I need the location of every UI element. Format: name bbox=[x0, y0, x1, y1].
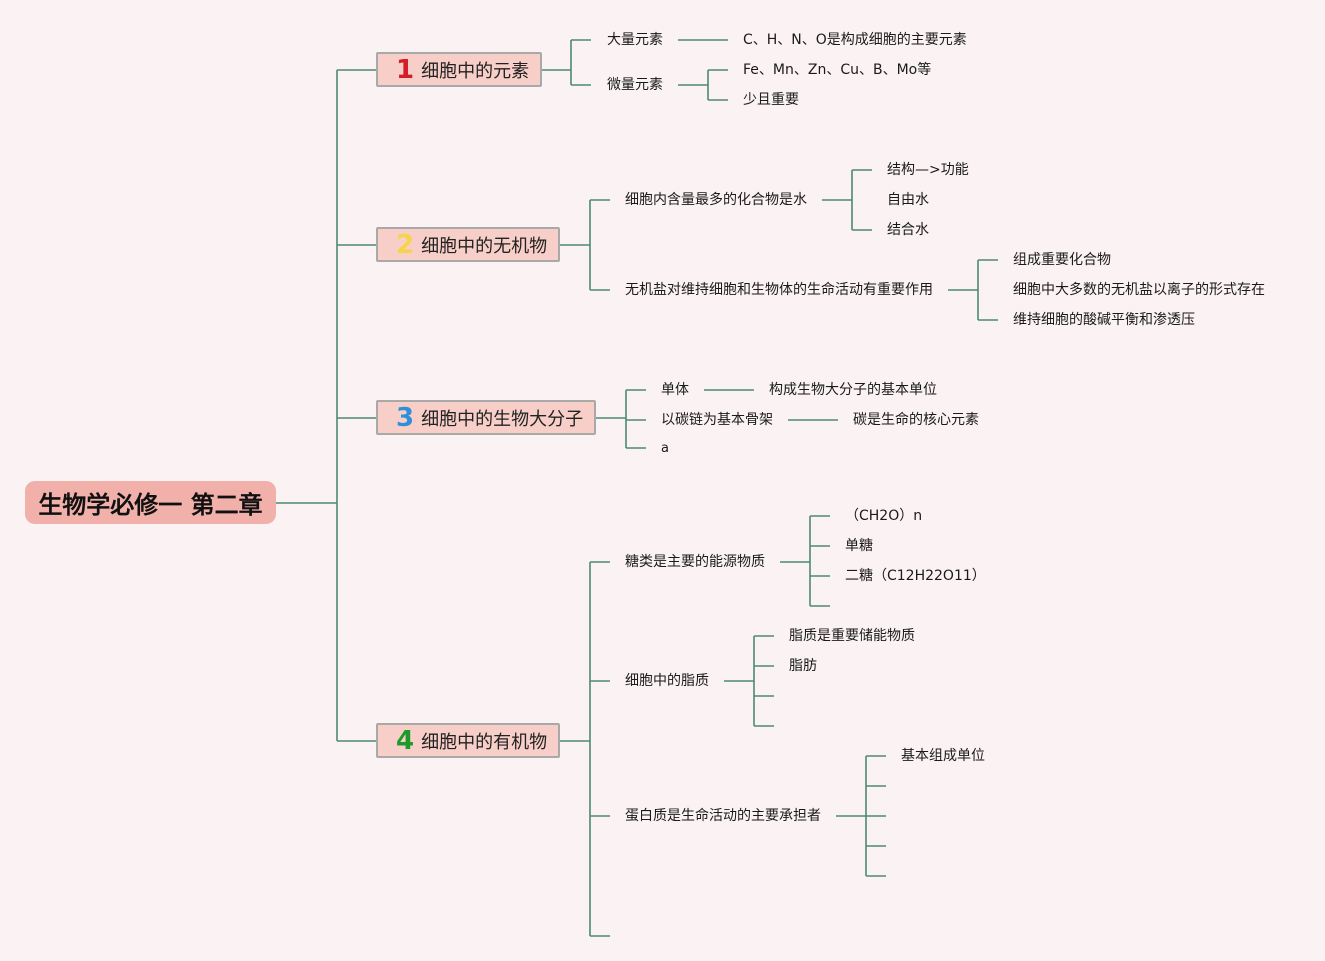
section-1-node[interactable]: 1 细胞中的元素 bbox=[376, 52, 542, 87]
s4-item-2[interactable]: 细胞中的脂质 bbox=[625, 673, 709, 689]
s2-item-1-child-3[interactable]: 结合水 bbox=[887, 222, 929, 238]
s2-item-2-child-1[interactable]: 组成重要化合物 bbox=[1013, 252, 1111, 268]
root-topic[interactable]: 生物学必修一 第二章 bbox=[25, 481, 276, 524]
section-3-number: 3 bbox=[396, 402, 415, 433]
section-3-title: 细胞中的生物大分子 bbox=[421, 408, 584, 430]
s4-item-3-child-1[interactable]: 基本组成单位 bbox=[901, 748, 985, 764]
section-1-number: 1 bbox=[396, 54, 415, 85]
section-2-title: 细胞中的无机物 bbox=[421, 235, 548, 257]
s1-item-1-child-1[interactable]: C、H、N、O是构成细胞的主要元素 bbox=[743, 32, 967, 48]
s4-item-1[interactable]: 糖类是主要的能源物质 bbox=[625, 554, 765, 570]
s1-item-2-child-1[interactable]: Fe、Mn、Zn、Cu、B、Mo等 bbox=[743, 62, 932, 78]
s1-item-2-child-2[interactable]: 少且重要 bbox=[743, 92, 799, 108]
s3-item-2[interactable]: 以碳链为基本骨架 bbox=[661, 412, 773, 428]
section-2-node[interactable]: 2 细胞中的无机物 bbox=[376, 227, 560, 262]
s2-item-2-child-3[interactable]: 维持细胞的酸碱平衡和渗透压 bbox=[1013, 312, 1195, 328]
section-4-title: 细胞中的有机物 bbox=[421, 731, 548, 753]
section-3-node[interactable]: 3 细胞中的生物大分子 bbox=[376, 400, 596, 435]
s3-item-3[interactable]: a bbox=[661, 441, 669, 456]
s1-item-1[interactable]: 大量元素 bbox=[607, 32, 663, 48]
s2-item-2[interactable]: 无机盐对维持细胞和生物体的生命活动有重要作用 bbox=[625, 282, 933, 298]
s2-item-2-child-2[interactable]: 细胞中大多数的无机盐以离子的形式存在 bbox=[1013, 282, 1265, 298]
s2-item-1[interactable]: 细胞内含量最多的化合物是水 bbox=[625, 192, 807, 208]
s4-item-1-child-1[interactable]: （CH2O）n bbox=[845, 508, 923, 524]
s3-item-1-child-1[interactable]: 构成生物大分子的基本单位 bbox=[769, 382, 937, 398]
s4-item-1-child-3[interactable]: 二糖（C12H22O11） bbox=[845, 568, 986, 584]
s4-item-1-child-2[interactable]: 单糖 bbox=[845, 538, 873, 554]
s4-item-2-child-1[interactable]: 脂质是重要储能物质 bbox=[789, 628, 915, 644]
s4-item-3[interactable]: 蛋白质是生命活动的主要承担者 bbox=[625, 808, 821, 824]
section-4-number: 4 bbox=[396, 725, 415, 756]
s2-item-1-child-2[interactable]: 自由水 bbox=[887, 192, 929, 208]
section-1-title: 细胞中的元素 bbox=[421, 60, 530, 82]
s4-item-2-child-2[interactable]: 脂肪 bbox=[789, 658, 817, 674]
section-2-number: 2 bbox=[396, 229, 415, 260]
root-title: 生物学必修一 第二章 bbox=[38, 491, 263, 519]
s3-item-2-child-1[interactable]: 碳是生命的核心元素 bbox=[853, 412, 979, 428]
s1-item-2[interactable]: 微量元素 bbox=[607, 77, 663, 93]
s2-item-1-child-1[interactable]: 结构—>功能 bbox=[887, 162, 969, 178]
section-4-node[interactable]: 4 细胞中的有机物 bbox=[376, 723, 560, 758]
s3-item-1[interactable]: 单体 bbox=[661, 382, 689, 398]
